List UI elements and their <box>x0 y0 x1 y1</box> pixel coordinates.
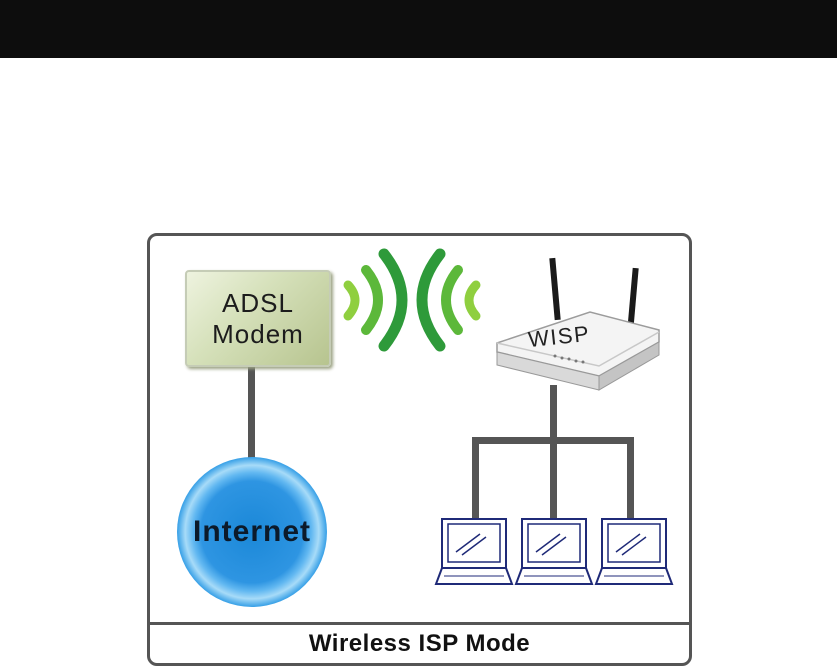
adsl-modem-box: ADSL Modem <box>185 270 331 367</box>
laptop-icon-3 <box>596 519 672 584</box>
internet-label: Internet <box>193 515 311 549</box>
lan-drop-left <box>472 437 479 519</box>
modem-label-line1: ADSL <box>222 288 294 319</box>
router-trunk-link <box>550 385 557 440</box>
lan-drop-right <box>627 437 634 519</box>
wireless-signal-right-icon <box>422 254 476 346</box>
laptop-icon-2 <box>516 519 592 584</box>
modem-label-line2: Modem <box>212 319 304 350</box>
modem-internet-link <box>248 363 255 459</box>
lan-drop-middle <box>550 437 557 519</box>
laptop-icon-1 <box>436 519 512 584</box>
wireless-signal-left-icon <box>348 254 402 346</box>
internet-globe-icon: Internet <box>177 457 327 607</box>
